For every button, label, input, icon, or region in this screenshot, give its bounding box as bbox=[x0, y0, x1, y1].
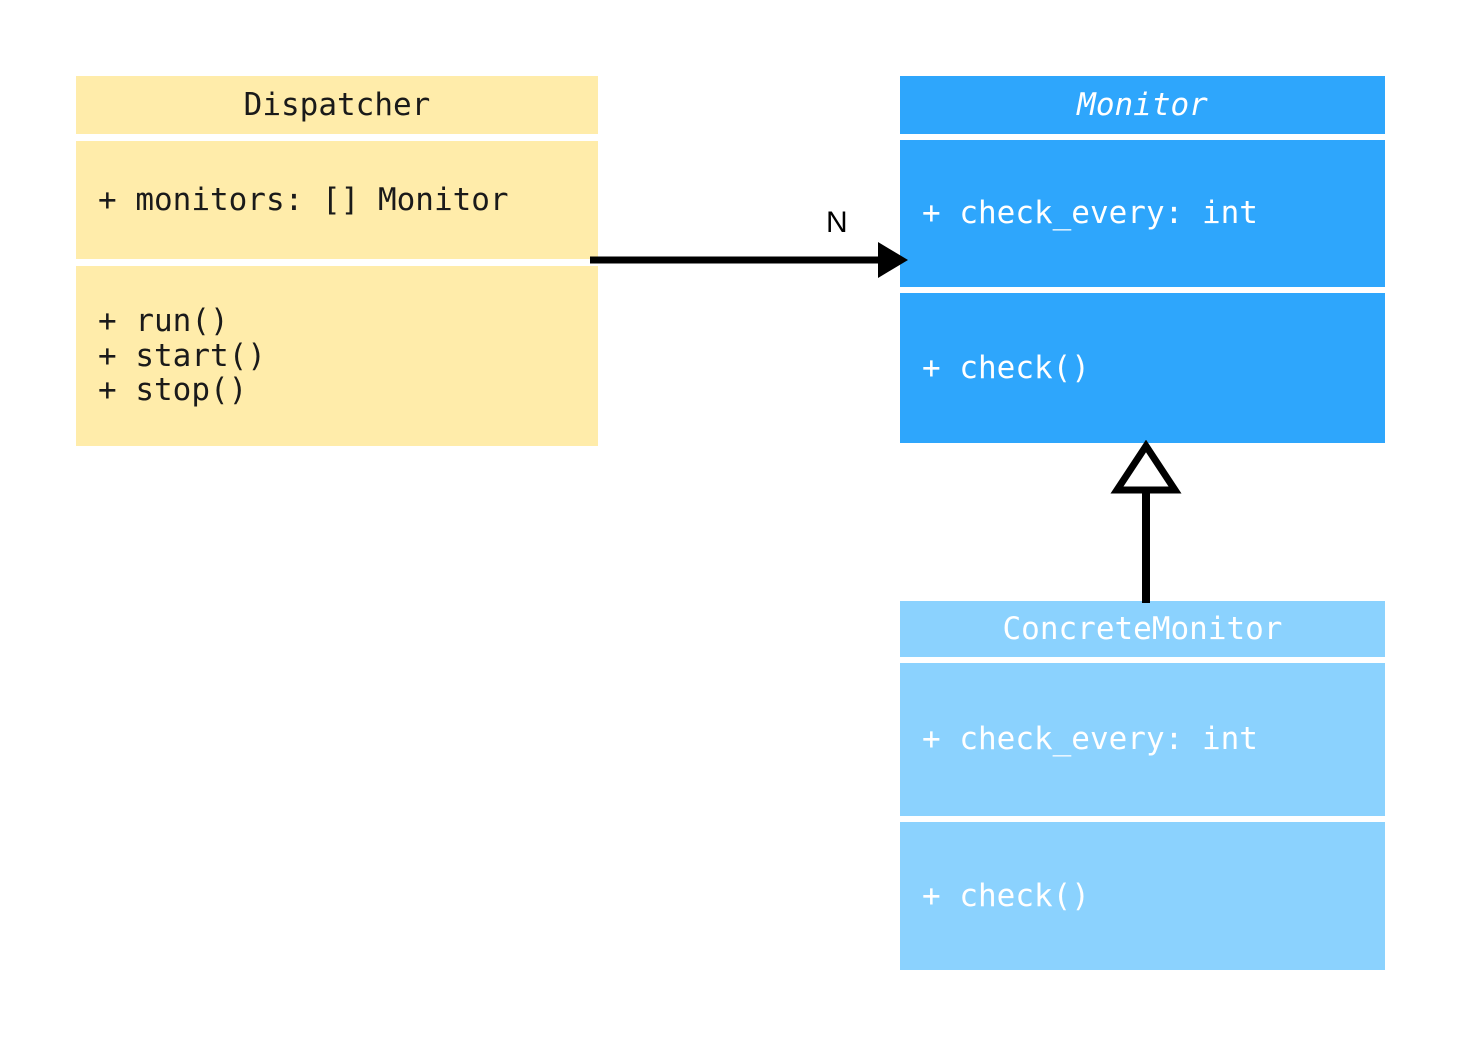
compartment-divider bbox=[900, 816, 1385, 822]
uml-class-dispatcher[interactable]: Dispatcher + monitors: [] Monitor + run(… bbox=[76, 76, 598, 446]
association-arrow-dispatcher-to-monitor bbox=[590, 242, 908, 278]
class-title-compartment: Monitor bbox=[900, 76, 1385, 134]
compartment-divider bbox=[76, 259, 598, 266]
class-methods-compartment: + check() bbox=[900, 822, 1385, 970]
association-arrowhead-icon bbox=[878, 242, 908, 278]
attributes-monitor: + check_every: int bbox=[922, 195, 1258, 232]
attributes-concretemonitor: + check_every: int bbox=[922, 721, 1258, 758]
class-title-compartment: Dispatcher bbox=[76, 76, 598, 134]
class-attributes-compartment: + monitors: [] Monitor bbox=[76, 141, 598, 259]
association-multiplicity-label: N bbox=[826, 206, 848, 239]
generalization-arrow-concretemonitor-to-monitor bbox=[1110, 440, 1182, 603]
uml-class-monitor[interactable]: Monitor + check_every: int + check() bbox=[900, 76, 1385, 443]
uml-class-concretemonitor[interactable]: ConcreteMonitor + check_every: int + che… bbox=[900, 601, 1385, 970]
methods-monitor: + check() bbox=[922, 349, 1090, 386]
compartment-divider bbox=[900, 657, 1385, 663]
attributes-dispatcher: + monitors: [] Monitor bbox=[98, 181, 509, 218]
class-name-concretemonitor: ConcreteMonitor bbox=[1002, 610, 1283, 647]
methods-dispatcher: + run() + start() + stop() bbox=[98, 302, 266, 409]
class-methods-compartment: + check() bbox=[900, 293, 1385, 443]
compartment-divider bbox=[76, 134, 598, 141]
class-attributes-compartment: + check_every: int bbox=[900, 140, 1385, 287]
methods-concretemonitor: + check() bbox=[922, 877, 1090, 914]
class-name-monitor: Monitor bbox=[1077, 86, 1208, 123]
compartment-divider bbox=[900, 287, 1385, 293]
class-title-compartment: ConcreteMonitor bbox=[900, 601, 1385, 657]
class-attributes-compartment: + check_every: int bbox=[900, 663, 1385, 816]
compartment-divider bbox=[900, 134, 1385, 140]
class-name-dispatcher: Dispatcher bbox=[243, 86, 431, 123]
class-methods-compartment: + run() + start() + stop() bbox=[76, 266, 598, 446]
generalization-hollow-triangle-icon bbox=[1110, 440, 1182, 494]
